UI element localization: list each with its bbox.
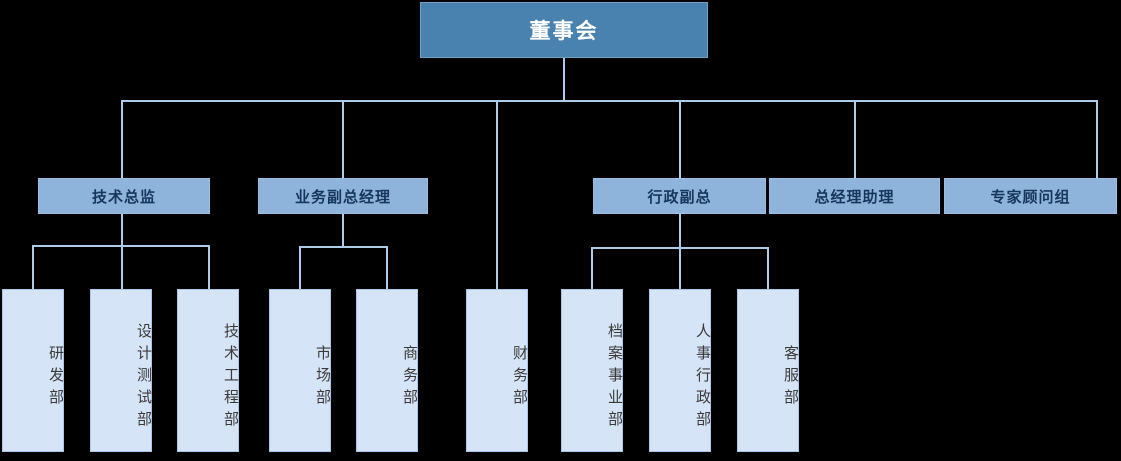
node-design-test-department[interactable]: 设计测试部 — [90, 289, 153, 452]
node-label: 业务副总经理 — [294, 187, 391, 206]
node-gm-assistant[interactable]: 总经理助理 — [769, 178, 940, 214]
node-customer-service-department[interactable]: 客服部 — [737, 289, 800, 452]
connector-main-bus — [121, 100, 1098, 102]
connector-drop-design-test — [121, 245, 123, 289]
node-label: 技术总监 — [91, 187, 156, 206]
connector-drop-admin-vp — [679, 100, 681, 178]
node-finance-department[interactable]: 财务部 — [466, 289, 529, 452]
node-label: 档案事业部 — [606, 322, 624, 433]
node-label: 设计测试部 — [135, 322, 153, 433]
node-archive-department[interactable]: 档案事业部 — [561, 289, 624, 452]
node-label: 技术工程部 — [222, 322, 240, 433]
connector-drop-expert-group — [1096, 100, 1098, 178]
connector-drop-customer-service — [767, 247, 769, 289]
node-business-vp[interactable]: 业务副总经理 — [258, 178, 428, 214]
connector-drop-market — [299, 246, 301, 289]
node-label: 市场部 — [314, 344, 332, 411]
connector-drop-business — [386, 246, 388, 289]
connector-drop-gm-assistant — [854, 100, 856, 178]
node-label: 商务部 — [401, 344, 419, 411]
node-label: 财务部 — [511, 344, 529, 411]
connector-stem-business-vp — [342, 214, 344, 247]
connector-drop-finance — [496, 100, 498, 289]
node-board-of-directors[interactable]: 董事会 — [420, 2, 708, 58]
connector-root-stem — [563, 58, 565, 100]
node-hr-admin-department[interactable]: 人事行政部 — [649, 289, 712, 452]
connector-drop-rd — [32, 245, 34, 289]
node-business-department[interactable]: 商务部 — [356, 289, 419, 452]
connector-stem-tech-director — [121, 214, 123, 246]
node-label: 研发部 — [47, 344, 65, 411]
node-market-department[interactable]: 市场部 — [269, 289, 332, 452]
node-label: 董事会 — [529, 19, 599, 43]
connector-drop-archive — [591, 247, 593, 289]
node-label: 客服部 — [782, 344, 800, 411]
node-tech-director[interactable]: 技术总监 — [38, 178, 210, 214]
node-rd-department[interactable]: 研发部 — [2, 289, 65, 452]
connector-drop-business-vp — [342, 100, 344, 178]
connector-drop-tech-eng — [208, 245, 210, 289]
node-label: 总经理助理 — [814, 187, 895, 206]
node-label: 人事行政部 — [694, 322, 712, 433]
node-label: 行政副总 — [647, 187, 712, 206]
node-label: 专家顾问组 — [990, 187, 1071, 206]
connector-drop-tech-director — [121, 100, 123, 178]
node-expert-group[interactable]: 专家顾问组 — [944, 178, 1117, 214]
connector-stem-admin-vp — [679, 214, 681, 248]
node-admin-vp[interactable]: 行政副总 — [593, 178, 766, 214]
connector-drop-hr-admin — [679, 247, 681, 289]
connector-bus-business-vp — [299, 246, 388, 248]
node-tech-engineering-department[interactable]: 技术工程部 — [177, 289, 240, 452]
